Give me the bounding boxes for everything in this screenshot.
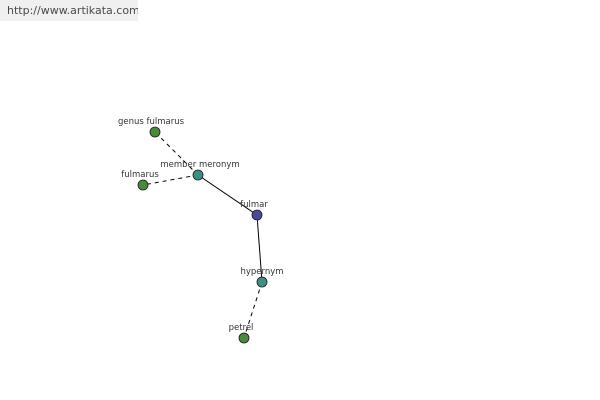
edge-member-meronym-genus-fulmarus: [154, 131, 199, 176]
node-label-fulmar[interactable]: fulmar: [240, 200, 268, 210]
nodes-layer: [137, 126, 268, 344]
node-member-meronym[interactable]: [192, 169, 204, 181]
node-label-hypernym[interactable]: hypernym: [240, 267, 283, 277]
source-link[interactable]: http://www.artikata.com: [0, 0, 138, 21]
node-hypernym[interactable]: [256, 276, 268, 288]
node-label-genus-fulmarus[interactable]: genus fulmarus: [118, 117, 185, 127]
node-fulmarus[interactable]: [137, 179, 149, 191]
node-label-member-meronym[interactable]: member meronym: [160, 160, 239, 170]
edge-hypernym-petrel: [243, 281, 263, 339]
node-petrel[interactable]: [238, 332, 250, 344]
edge-fulmar-member-meronym: [197, 174, 258, 216]
edge-member-meronym-fulmarus: [142, 174, 199, 186]
edges-layer: [142, 131, 263, 339]
node-label-petrel[interactable]: petrel: [229, 323, 254, 333]
edge-fulmar-hypernym: [256, 214, 263, 283]
node-fulmar[interactable]: [251, 209, 263, 221]
node-label-fulmarus[interactable]: fulmarus: [121, 170, 159, 180]
node-genus-fulmarus[interactable]: [149, 126, 161, 138]
